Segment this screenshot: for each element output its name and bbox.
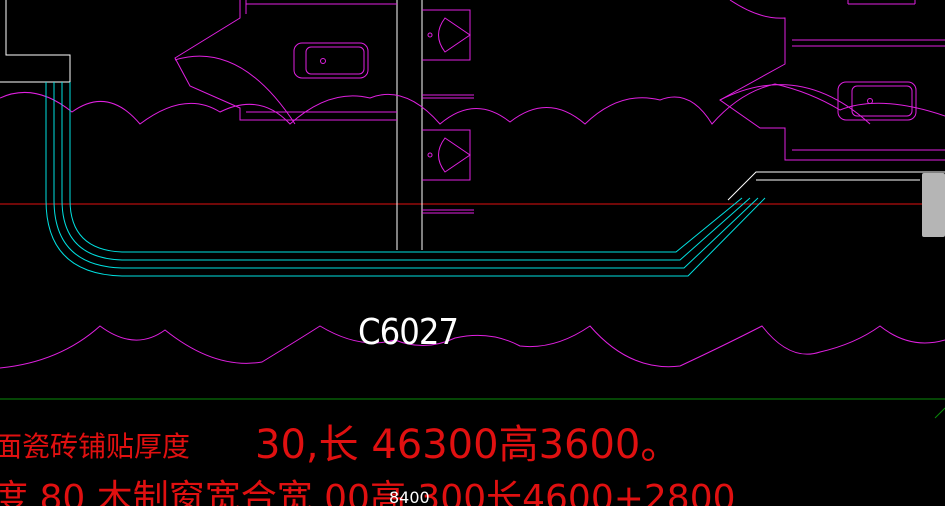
wall-outlines	[0, 0, 945, 250]
fixture-group-right	[719, 0, 945, 161]
note-line1-left: 面瓷砖铺贴厚度	[0, 430, 190, 463]
fixture-group-left	[174, 0, 397, 125]
revision-cloud-bottom	[0, 325, 945, 369]
pipe-run	[45, 82, 766, 277]
urinal-fixtures	[422, 9, 474, 214]
scroll-handle[interactable]	[922, 173, 945, 237]
green-corner-mark	[934, 407, 945, 419]
note-line2: 度 80 木制窗宽合宽 00高 300长4600+2800	[0, 478, 736, 506]
note-line1-right: 30,长 46300高3600。	[255, 422, 680, 468]
revision-cloud-top	[0, 83, 945, 125]
dimension-label: 8400	[389, 488, 430, 506]
window-tag-label: C6027	[358, 312, 458, 353]
